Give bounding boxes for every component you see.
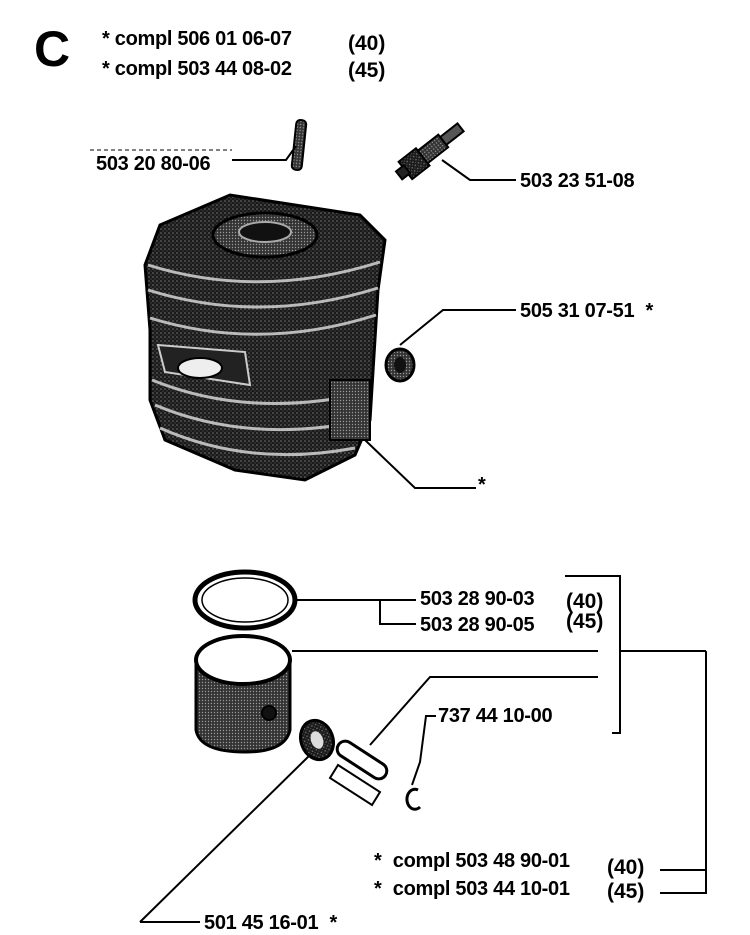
header-line-1: * compl 506 01 06-07 — [102, 28, 292, 51]
footer-line-2-prefix: * — [374, 878, 382, 900]
label-pin-top: 503 20 80-06 — [96, 153, 211, 175]
cylinder-bolt-drawing — [384, 347, 416, 383]
label-spark-plug: 503 23 51-08 — [520, 170, 635, 192]
header-line-2: * compl 503 44 08-02 — [102, 58, 292, 81]
pin-drawing — [90, 119, 308, 171]
needle-bearing-drawing — [298, 718, 336, 762]
label-circlip: 737 44 10-00 — [438, 705, 553, 727]
cylinder-bolt-mark: * — [645, 300, 654, 322]
spark-plug-leader — [441, 159, 516, 181]
section-letter: C — [34, 21, 71, 77]
header-line-2-variant: (45) — [348, 59, 386, 82]
footer-line-2-text: compl 503 44 10-01 — [392, 878, 570, 900]
footer-line-1-variant: (40) — [607, 856, 645, 879]
footer-line-2: * compl 503 44 10-01 — [374, 878, 570, 901]
header-line-2-prefix: * — [102, 58, 110, 80]
footer-line-2-variant: (45) — [607, 880, 645, 903]
bolt-leader — [399, 309, 516, 346]
footer-line-1-text: compl 503 48 90-01 — [392, 850, 570, 872]
bearing-mark: * — [329, 912, 338, 934]
label-cylinder-bolt: 505 31 07-51 * — [520, 300, 653, 323]
header-line-1-prefix: * — [102, 28, 110, 50]
header-line-1-variant: (40) — [348, 32, 386, 55]
label-ring-45: 503 28 90-05 — [420, 614, 535, 636]
cylinder-bolt-number: 505 31 07-51 — [520, 300, 635, 322]
label-ring-40: 503 28 90-03 — [420, 588, 535, 610]
label-ring-45-variant: (45) — [566, 610, 604, 633]
label-bearing: 501 45 16-01 * — [204, 912, 337, 935]
label-cylinder-mark: * — [478, 474, 486, 496]
bearing-number: 501 45 16-01 — [204, 912, 319, 934]
piston-drawing — [194, 634, 292, 754]
footer-line-1: * compl 503 48 90-01 — [374, 850, 570, 873]
cylinder-leader — [364, 439, 476, 489]
wrist-pin-drawing — [328, 739, 389, 807]
cylinder-drawing — [143, 193, 387, 482]
header-line-1-text: compl 506 01 06-07 — [114, 28, 292, 50]
label-ring-40-variant: (40) — [566, 590, 604, 613]
spark-plug-drawing — [394, 122, 466, 181]
circlip-drawing — [405, 787, 422, 811]
piston-ring-drawing — [192, 569, 298, 631]
footer-line-1-prefix: * — [374, 850, 382, 872]
header-line-2-text: compl 503 44 08-02 — [114, 58, 292, 80]
